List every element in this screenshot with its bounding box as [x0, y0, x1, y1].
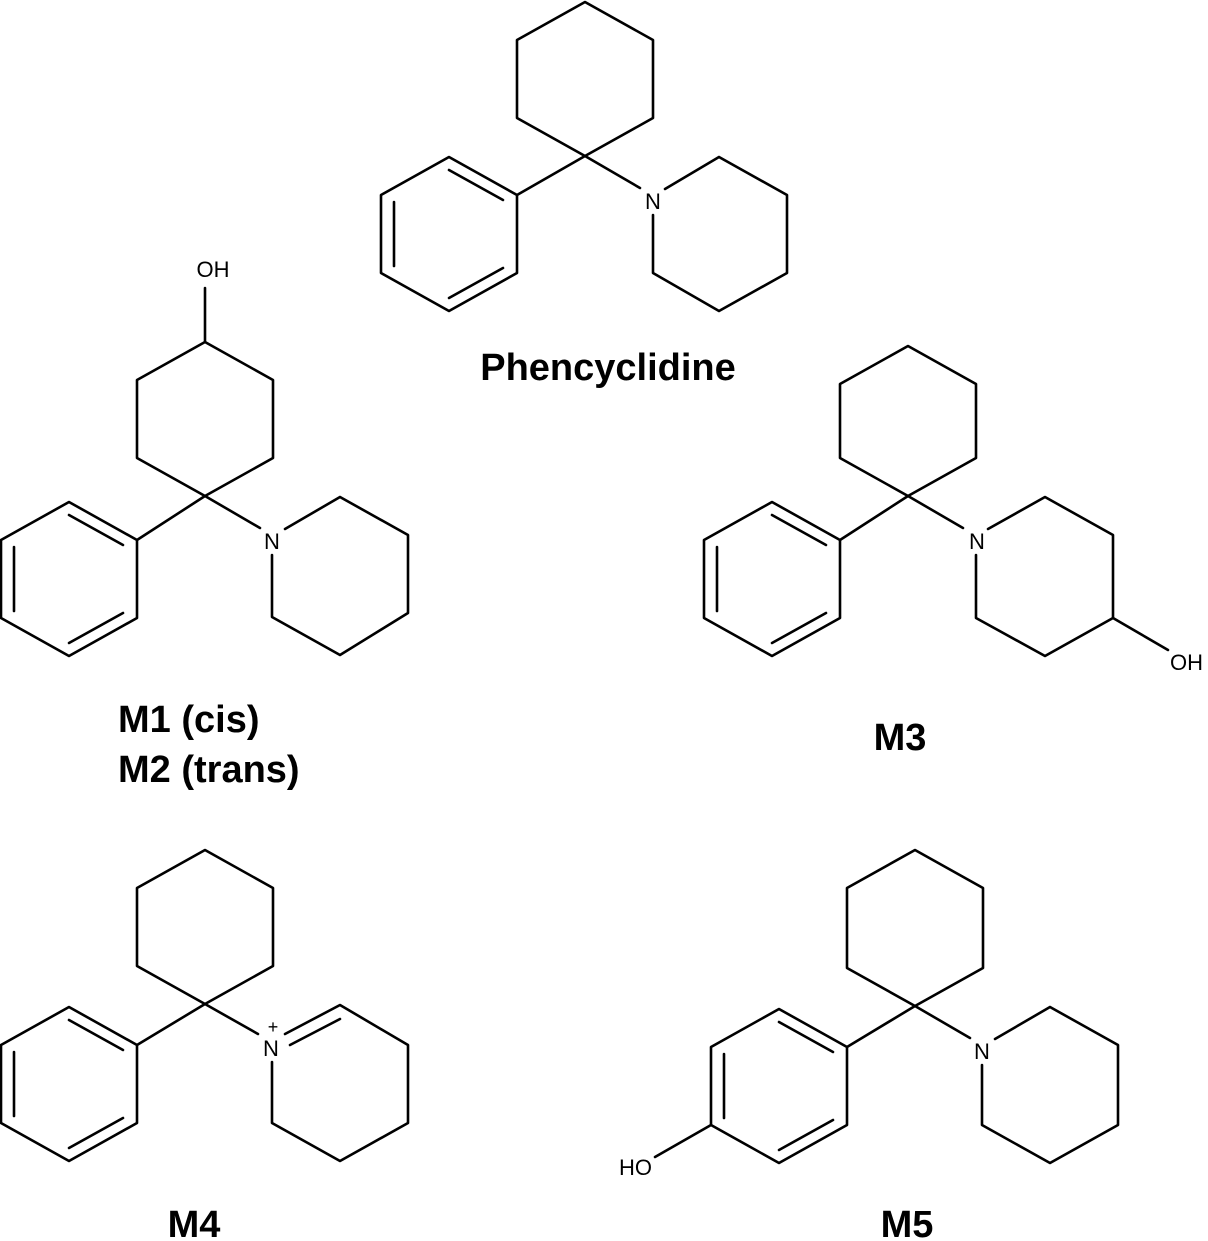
molecule-name: M5 [881, 1204, 934, 1241]
bond-to-phenyl [135, 494, 207, 542]
hydroxyl-group: OH [1170, 650, 1203, 675]
molecule-m4: N + M4 [0, 848, 410, 1241]
nitrogen-atom: N [645, 189, 661, 214]
hydroxyl-bond [653, 1123, 713, 1159]
piperidine-ring [651, 155, 789, 313]
piperidine-ring [980, 1005, 1120, 1165]
molecule-phencyclidine: N Phencyclidine [379, 0, 789, 389]
piperidine-ring [270, 495, 410, 657]
phenol-ring [709, 1007, 849, 1165]
bond-to-nitrogen [203, 1002, 260, 1036]
iminium-double-bond [288, 1017, 342, 1047]
tetrahydropyridinium-ring [270, 1003, 410, 1163]
benzene-ring [0, 500, 139, 658]
cyclohexane-ring [838, 344, 978, 498]
bond-to-nitrogen [583, 154, 642, 190]
hydroxypiperidine-ring [974, 495, 1115, 658]
benzene-ring [702, 500, 842, 658]
cyclohexane-ring [135, 848, 275, 1006]
benzene-ring [379, 155, 519, 313]
bond-to-nitrogen [906, 494, 965, 530]
cyclohexanol-ring [135, 340, 275, 498]
benzene-double-bonds [715, 513, 828, 645]
nitrogen-atom: N [974, 1039, 990, 1064]
molecule-name-line-2: M2 (trans) [118, 749, 300, 791]
molecule-m5: N HO M5 [619, 848, 1120, 1241]
phenol-double-bonds [722, 1020, 835, 1152]
bond-to-phenyl [135, 1002, 207, 1047]
benzene-double-bonds [12, 513, 125, 645]
molecule-name: Phencyclidine [480, 347, 736, 389]
benzene-double-bonds [12, 1018, 125, 1150]
molecule-m1-m2: OH N M1 (cis) M2 (trans) [0, 257, 410, 791]
bond-to-phenyl [515, 154, 587, 197]
hydroxyl-group: HO [619, 1155, 652, 1180]
cyclohexane-ring [515, 0, 655, 158]
cyclohexane-ring [845, 848, 985, 1008]
positive-charge: + [268, 1017, 279, 1037]
nitrogen-atom: N [263, 1036, 279, 1061]
bond-to-nitrogen [203, 494, 262, 530]
molecule-m3: N OH M3 [702, 344, 1203, 759]
nitrogen-atom: N [264, 529, 280, 554]
bond-to-nitrogen [913, 1004, 972, 1040]
molecule-name: M4 [168, 1204, 221, 1241]
bond-to-phenyl [845, 1004, 917, 1049]
benzene-ring [0, 1005, 139, 1163]
molecule-name-line-1: M1 (cis) [118, 699, 259, 741]
molecule-name: M3 [874, 717, 927, 759]
hydroxyl-bond [1111, 616, 1170, 652]
bond-to-phenyl [838, 494, 910, 542]
hydroxyl-group: OH [197, 257, 230, 282]
nitrogen-atom: N [969, 529, 985, 554]
benzene-double-bonds [392, 168, 505, 300]
